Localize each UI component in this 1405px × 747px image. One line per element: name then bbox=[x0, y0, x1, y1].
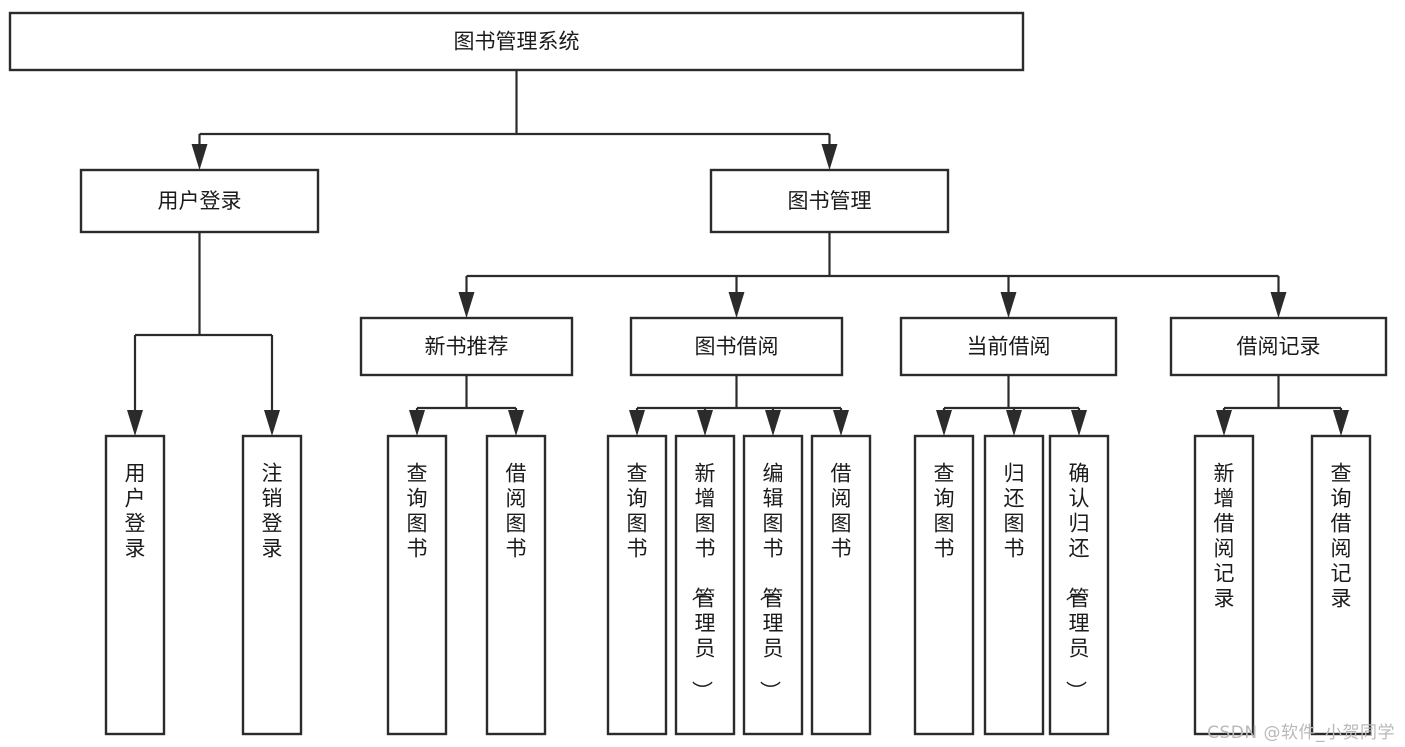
node-label-book-borrow: 图书借阅 bbox=[695, 335, 779, 359]
node-leaf-query-book-cur[interactable]: 查询图书 bbox=[913, 434, 975, 736]
node-box-leaf-edit-book bbox=[742, 434, 804, 736]
csdn-watermark: CSDN @软件_小贺同学 bbox=[1207, 723, 1395, 743]
node-leaf-borrow-book-rec[interactable]: 借阅图书 bbox=[485, 434, 547, 736]
node-box-leaf-borrow-book bbox=[810, 434, 872, 736]
edges-layer bbox=[127, 70, 1349, 436]
nodes-layer: 图书管理系统用户登录图书管理新书推荐图书借阅当前借阅借阅记录用户登录注销登录查询… bbox=[8, 11, 1388, 736]
node-box-leaf-query-book-borrow bbox=[606, 434, 668, 736]
edge-group-book-borrow bbox=[629, 375, 849, 436]
node-box-leaf-query-book-cur bbox=[913, 434, 975, 736]
node-leaf-add-record[interactable]: 新增借阅记录 bbox=[1193, 434, 1255, 736]
node-label-new-book-recommend: 新书推荐 bbox=[425, 335, 509, 359]
node-leaf-query-record[interactable]: 查询借阅记录 bbox=[1310, 434, 1372, 736]
edge-group-book-manage bbox=[458, 232, 1287, 318]
node-box-leaf-confirm-return bbox=[1048, 434, 1110, 736]
node-leaf-borrow-book[interactable]: 借阅图书 bbox=[810, 434, 872, 736]
node-label-leaf-confirm-return: 确认归还（管理员） bbox=[1064, 462, 1090, 702]
node-label-leaf-user-logout: 注销登录 bbox=[262, 462, 283, 561]
node-leaf-query-book-borrow[interactable]: 查询图书 bbox=[606, 434, 668, 736]
node-borrow-record[interactable]: 借阅记录 bbox=[1169, 316, 1388, 377]
node-label-leaf-query-book-cur: 查询图书 bbox=[934, 462, 955, 561]
node-leaf-user-logout[interactable]: 注销登录 bbox=[241, 434, 303, 736]
node-current-borrow[interactable]: 当前借阅 bbox=[899, 316, 1118, 377]
node-label-leaf-return-book: 归还图书 bbox=[1004, 462, 1025, 561]
edge-group-new-book-recommend bbox=[409, 375, 524, 436]
node-leaf-confirm-return[interactable]: 确认归还（管理员） bbox=[1048, 434, 1110, 736]
node-book-manage[interactable]: 图书管理 bbox=[709, 168, 950, 234]
node-box-leaf-user-logout bbox=[241, 434, 303, 736]
node-label-current-borrow: 当前借阅 bbox=[967, 335, 1051, 359]
edge-group-borrow-record bbox=[1216, 375, 1349, 436]
node-leaf-return-book[interactable]: 归还图书 bbox=[983, 434, 1045, 736]
node-box-new-book-recommend bbox=[359, 316, 574, 377]
node-label-leaf-query-book-borrow: 查询图书 bbox=[627, 462, 648, 561]
node-label-leaf-edit-book: 编辑图书（管理员） bbox=[758, 462, 784, 702]
node-box-leaf-user-login bbox=[104, 434, 166, 736]
edge-group-user-login bbox=[127, 232, 280, 436]
node-box-leaf-add-record bbox=[1193, 434, 1255, 736]
node-box-user-login bbox=[79, 168, 320, 234]
node-box-book-borrow bbox=[629, 316, 844, 377]
node-leaf-edit-book[interactable]: 编辑图书（管理员） bbox=[742, 434, 804, 736]
node-box-current-borrow bbox=[899, 316, 1118, 377]
node-label-book-manage: 图书管理 bbox=[788, 189, 872, 213]
node-box-leaf-add-book bbox=[674, 434, 736, 736]
node-box-leaf-query-record bbox=[1310, 434, 1372, 736]
node-book-borrow[interactable]: 图书借阅 bbox=[629, 316, 844, 377]
node-box-leaf-query-book-rec bbox=[386, 434, 448, 736]
edge-group-root bbox=[191, 70, 838, 170]
node-label-leaf-borrow-book-rec: 借阅图书 bbox=[506, 462, 527, 561]
node-label-leaf-add-book: 新增图书（管理员） bbox=[690, 462, 716, 702]
node-user-login[interactable]: 用户登录 bbox=[79, 168, 320, 234]
node-box-leaf-borrow-book-rec bbox=[485, 434, 547, 736]
node-box-leaf-return-book bbox=[983, 434, 1045, 736]
node-label-leaf-query-record: 查询借阅记录 bbox=[1331, 462, 1352, 611]
node-box-root bbox=[8, 11, 1025, 72]
node-box-borrow-record bbox=[1169, 316, 1388, 377]
node-box-book-manage bbox=[709, 168, 950, 234]
node-root[interactable]: 图书管理系统 bbox=[8, 11, 1025, 72]
node-label-user-login: 用户登录 bbox=[158, 189, 242, 213]
node-label-leaf-user-login: 用户登录 bbox=[125, 462, 146, 561]
node-leaf-add-book[interactable]: 新增图书（管理员） bbox=[674, 434, 736, 736]
node-label-leaf-borrow-book: 借阅图书 bbox=[831, 462, 852, 561]
edge-group-current-borrow bbox=[936, 375, 1087, 436]
node-leaf-query-book-rec[interactable]: 查询图书 bbox=[386, 434, 448, 736]
node-label-leaf-query-book-rec: 查询图书 bbox=[407, 462, 428, 561]
node-label-leaf-add-record: 新增借阅记录 bbox=[1214, 462, 1235, 611]
node-new-book-recommend[interactable]: 新书推荐 bbox=[359, 316, 574, 377]
node-label-root: 图书管理系统 bbox=[454, 30, 580, 54]
node-leaf-user-login[interactable]: 用户登录 bbox=[104, 434, 166, 736]
node-label-borrow-record: 借阅记录 bbox=[1237, 335, 1321, 359]
